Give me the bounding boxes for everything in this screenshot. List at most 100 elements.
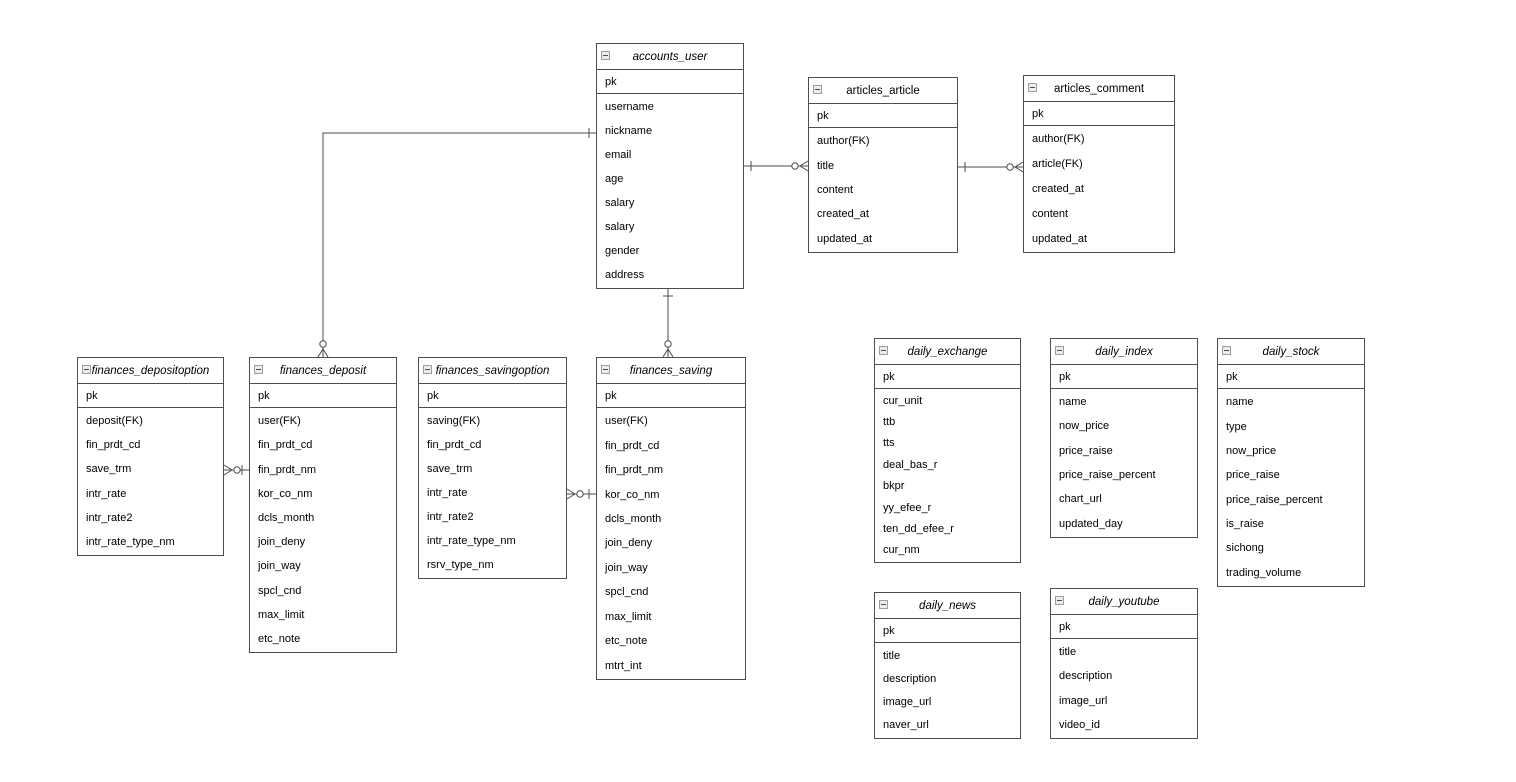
table-header[interactable]: finances_deposit [250,358,396,384]
field-row[interactable]: email [605,149,632,161]
field-row[interactable]: spcl_cnd [605,586,649,599]
table-header[interactable]: finances_saving [597,358,745,384]
field-row[interactable]: join_way [258,560,301,573]
field-row[interactable]: intr_rate_type_nm [427,535,516,547]
field-row[interactable]: description [1059,670,1113,683]
field-row[interactable]: tts [883,437,895,450]
field-row[interactable]: deposit(FK) [86,415,143,428]
field-row[interactable]: fin_prdt_nm [605,464,664,477]
field-row[interactable]: username [605,101,654,113]
collapse-minus-icon[interactable] [1055,596,1064,605]
pk-row[interactable]: pk [250,384,396,408]
field-row[interactable]: gender [605,245,640,257]
collapse-minus-icon[interactable] [601,365,610,374]
field-row[interactable]: max_limit [258,608,305,621]
field-row[interactable]: join_way [605,561,648,574]
table-header[interactable]: articles_article [809,78,957,104]
field-row[interactable]: dcls_month [605,513,662,526]
collapse-minus-icon[interactable] [879,600,888,609]
table-header[interactable]: accounts_user [597,44,743,70]
relationship-accounts_user-finances_deposit[interactable] [322,132,596,357]
field-row[interactable]: dcls_month [258,511,315,524]
collapse-minus-icon[interactable] [1222,346,1231,355]
table-header[interactable]: daily_youtube [1051,589,1197,615]
table-header[interactable]: finances_depositoption [78,358,223,384]
field-row[interactable]: save_trm [86,463,132,476]
field-row[interactable]: yy_efee_r [883,501,932,514]
field-row[interactable]: fin_prdt_cd [605,439,660,452]
field-row[interactable]: type [1226,420,1247,433]
collapse-minus-icon[interactable] [813,85,822,94]
field-row[interactable]: kor_co_nm [605,488,660,501]
pk-row[interactable]: pk [1024,102,1174,126]
field-row[interactable]: now_price [1059,420,1110,433]
field-row[interactable]: bkpr [883,480,905,493]
field-row[interactable]: updated_at [817,232,873,245]
field-row[interactable]: etc_note [605,635,648,648]
field-row[interactable]: fin_prdt_cd [427,439,482,451]
field-row[interactable]: fin_prdt_nm [258,463,317,476]
field-row[interactable]: content [1032,207,1069,220]
table-header[interactable]: daily_news [875,593,1020,619]
collapse-minus-icon[interactable] [82,365,91,374]
field-row[interactable]: deal_bas_r [883,458,938,471]
field-row[interactable]: updated_at [1032,232,1088,245]
field-row[interactable]: salary [605,221,635,233]
field-row[interactable]: updated_day [1059,517,1123,530]
field-row[interactable]: join_deny [605,537,653,550]
field-row[interactable]: intr_rate2 [427,511,474,523]
field-row[interactable]: intr_rate [427,487,468,499]
field-row[interactable]: nickname [605,125,653,137]
table-header[interactable]: finances_savingoption [419,358,566,384]
field-row[interactable]: ttb [883,416,896,429]
pk-row[interactable]: pk [597,70,743,94]
field-row[interactable]: title [883,649,901,662]
field-row[interactable]: price_raise [1226,469,1280,482]
field-row[interactable]: chart_url [1059,493,1102,506]
field-row[interactable]: etc_note [258,632,301,645]
collapse-minus-icon[interactable] [1028,83,1037,92]
field-row[interactable]: image_url [1059,694,1108,707]
pk-row[interactable]: pk [1051,615,1197,639]
field-row[interactable]: intr_rate [86,487,127,500]
field-row[interactable]: title [1059,646,1077,659]
field-row[interactable]: spcl_cnd [258,584,302,597]
field-row[interactable]: intr_rate_type_nm [86,535,175,548]
field-row[interactable]: title [817,159,835,172]
field-row[interactable]: user(FK) [258,415,301,428]
field-row[interactable]: price_raise_percent [1226,493,1323,506]
pk-row[interactable]: pk [597,384,745,408]
pk-row[interactable]: pk [1051,365,1197,389]
field-row[interactable]: cur_unit [883,394,923,407]
pk-row[interactable]: pk [875,619,1020,643]
collapse-minus-icon[interactable] [1055,346,1064,355]
field-row[interactable]: author(FK) [817,135,870,148]
field-row[interactable]: max_limit [605,610,652,623]
field-row[interactable]: price_raise_percent [1059,469,1156,482]
field-row[interactable]: intr_rate2 [86,511,133,524]
pk-row[interactable]: pk [1218,365,1364,389]
field-row[interactable]: age [605,173,624,185]
field-row[interactable]: join_deny [258,536,306,549]
field-row[interactable]: fin_prdt_cd [258,439,313,452]
field-row[interactable]: article(FK) [1032,158,1083,171]
field-row[interactable]: now_price [1226,444,1277,457]
field-row[interactable]: description [883,672,937,685]
collapse-minus-icon[interactable] [879,346,888,355]
field-row[interactable]: cur_nm [883,544,920,557]
pk-row[interactable]: pk [78,384,223,408]
collapse-minus-icon[interactable] [254,365,263,374]
field-row[interactable]: author(FK) [1032,133,1085,146]
pk-row[interactable]: pk [419,384,566,408]
pk-row[interactable]: pk [875,365,1020,389]
table-header[interactable]: daily_exchange [875,339,1020,365]
field-row[interactable]: name [1059,396,1087,409]
field-row[interactable]: kor_co_nm [258,487,313,500]
table-header[interactable]: daily_stock [1218,339,1364,365]
